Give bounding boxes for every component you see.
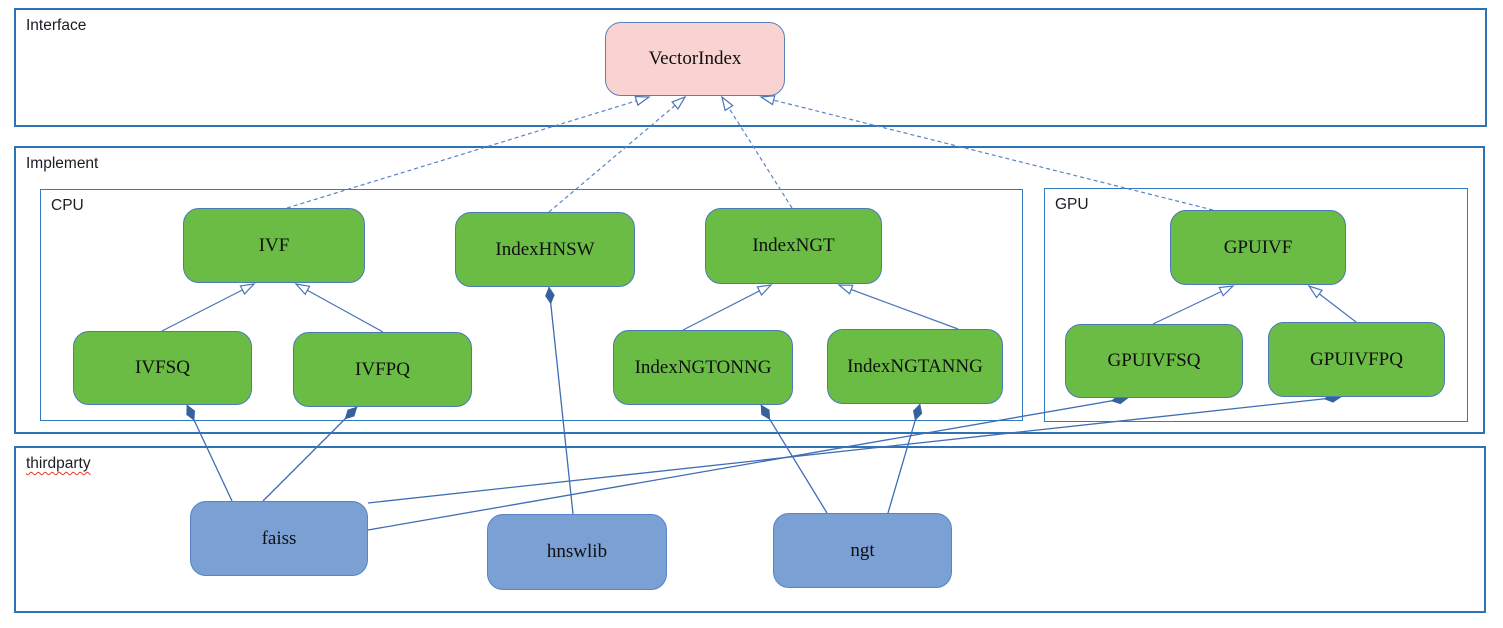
node-IVFPQ[interactable]: IVFPQ — [293, 332, 472, 407]
node-IndexHNSW[interactable]: IndexHNSW — [455, 212, 635, 287]
section-label-thirdparty: thirdparty — [26, 455, 91, 472]
node-label-IndexHNSW: IndexHNSW — [495, 238, 595, 260]
node-label-IndexNGTONNG: IndexNGTONNG — [634, 356, 772, 378]
node-IndexNGTANNG[interactable]: IndexNGTANNG — [827, 329, 1003, 404]
edge-inheritance-GPUIVFSQ-to-GPUIVF — [1152, 285, 1235, 325]
edge-composition-faiss-to-GPUIVFPQ — [367, 393, 1342, 504]
node-label-GPUIVF: GPUIVF — [1223, 236, 1293, 258]
edge-composition-faiss-to-IVFSQ — [186, 404, 233, 502]
node-IndexNGTONNG[interactable]: IndexNGTONNG — [613, 330, 793, 405]
node-label-VectorIndex: VectorIndex — [648, 48, 742, 69]
node-label-ngt: ngt — [850, 539, 875, 561]
node-GPUIVF[interactable]: GPUIVF — [1170, 210, 1346, 285]
edge-composition-ngt-to-IndexNGTONNG — [760, 404, 828, 514]
edge-inheritance-IndexNGTONNG-to-IndexNGT — [682, 284, 773, 331]
edge-composition-hnswlib-to-IndexHNSW — [545, 286, 574, 515]
edge-composition-faiss-to-GPUIVFSQ — [367, 394, 1129, 531]
node-hnswlib[interactable]: hnswlib — [487, 514, 667, 590]
section-label-implement: Implement — [26, 155, 99, 172]
node-label-IVFPQ: IVFPQ — [355, 358, 410, 380]
section-thirdparty: thirdparty — [14, 446, 1486, 613]
edge-composition-faiss-to-IVFPQ — [262, 406, 358, 502]
section-gpu: GPU — [1044, 188, 1468, 422]
section-cpu: CPU — [40, 189, 1023, 421]
node-label-GPUIVFSQ: GPUIVFSQ — [1107, 350, 1201, 371]
edge-realization-GPUIVF-to-VectorIndex — [759, 95, 1214, 211]
node-label-IndexNGTANNG: IndexNGTANNG — [847, 355, 983, 377]
section-interface: Interface — [14, 8, 1487, 127]
node-GPUIVFPQ[interactable]: GPUIVFPQ — [1268, 322, 1445, 397]
node-label-hnswlib: hnswlib — [546, 541, 608, 562]
edge-inheritance-IVFSQ-to-IVF — [161, 283, 256, 332]
node-GPUIVFSQ[interactable]: GPUIVFSQ — [1065, 324, 1243, 398]
node-IVFSQ[interactable]: IVFSQ — [73, 331, 252, 405]
section-label-cpu: CPU — [51, 197, 84, 214]
node-label-GPUIVFPQ: GPUIVFPQ — [1310, 348, 1403, 370]
section-implement: Implement — [14, 146, 1485, 434]
node-IVF[interactable]: IVF — [183, 208, 365, 283]
edge-inheritance-IVFPQ-to-IVF — [294, 283, 384, 333]
node-VectorIndex[interactable]: VectorIndex — [605, 22, 785, 96]
node-IndexNGT[interactable]: IndexNGT — [705, 208, 882, 284]
node-label-IndexNGT: IndexNGT — [752, 235, 835, 256]
node-ngt[interactable]: ngt — [773, 513, 952, 588]
edge-inheritance-GPUIVFPQ-to-GPUIVF — [1307, 284, 1357, 323]
edge-realization-IndexNGT-to-VectorIndex — [721, 95, 793, 209]
edge-inheritance-IndexNGTANNG-to-IndexNGT — [837, 284, 959, 330]
section-label-interface: Interface — [26, 17, 87, 34]
node-label-IVFSQ: IVFSQ — [135, 357, 190, 378]
edge-realization-IndexHNSW-to-VectorIndex — [548, 95, 687, 213]
section-label-gpu: GPU — [1055, 196, 1089, 213]
node-faiss[interactable]: faiss — [190, 501, 368, 576]
node-label-faiss: faiss — [261, 527, 297, 549]
edge-composition-ngt-to-IndexNGTANNG — [887, 403, 923, 514]
edge-realization-IVF-to-VectorIndex — [286, 95, 651, 209]
node-label-IVF: IVF — [258, 234, 290, 256]
